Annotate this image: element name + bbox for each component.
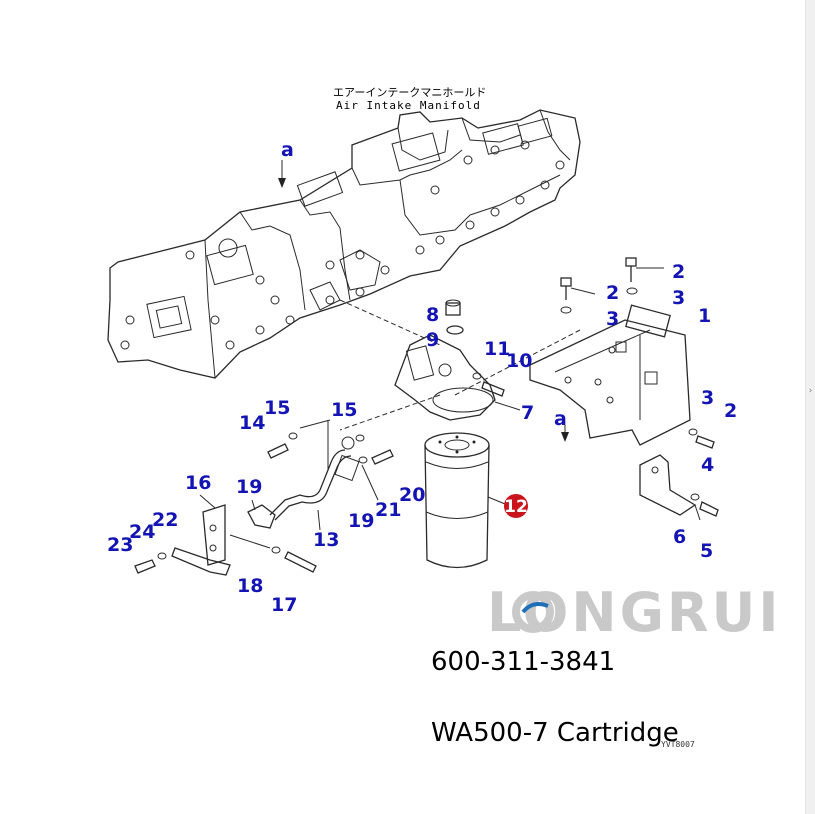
callout-1: 1 <box>698 305 711 327</box>
callout-15: 15 <box>331 399 357 421</box>
leader-lines <box>339 299 581 431</box>
callout-3: 3 <box>672 287 685 309</box>
callout-21: 21 <box>375 499 401 521</box>
callout-11: 11 <box>484 338 510 360</box>
callout-10: 10 <box>506 350 532 372</box>
bolt-10-drawing <box>472 372 505 397</box>
callout-labels: 1 2 2 2 3 3 3 4 5 6 7 8 9 10 11 12 13 14… <box>107 261 737 616</box>
view-arrow-a-top: a <box>278 139 294 188</box>
scroll-right-arrow-icon[interactable]: › <box>808 386 813 396</box>
strap-22-drawing <box>134 547 231 576</box>
callout-19: 19 <box>236 476 262 498</box>
callout-2: 2 <box>724 400 737 422</box>
callout-14: 14 <box>239 412 265 434</box>
callout-8: 8 <box>426 304 439 326</box>
callout-4: 4 <box>701 454 714 476</box>
bracket-16-drawing <box>199 494 226 566</box>
callout-3: 3 <box>606 308 619 330</box>
callout-7: 7 <box>521 402 534 424</box>
filter-cartridge-drawing <box>424 432 506 569</box>
callout-13: 13 <box>313 529 339 551</box>
bracket-bolts-drawing <box>560 257 715 449</box>
fittings-15-drawing <box>267 419 365 470</box>
callout-15: 15 <box>264 397 290 419</box>
callout-6: 6 <box>673 526 686 548</box>
title-japanese: エアーインテークマニホールド <box>333 86 486 99</box>
view-marker-a-top: a <box>281 139 294 161</box>
callout-18: 18 <box>237 575 263 597</box>
plug-drawing <box>445 299 464 335</box>
watermark-text: LONGRUI <box>487 581 781 644</box>
clamp-19-drawing <box>247 499 276 529</box>
drawing-number: YVT8007 <box>661 740 695 749</box>
callout-17: 17 <box>271 594 297 616</box>
callout-2: 2 <box>606 282 619 304</box>
part-description: WA500-7 Cartridge <box>431 718 679 748</box>
bolts-20-21-drawing <box>358 449 394 501</box>
callout-23: 23 <box>107 534 133 556</box>
callout-19: 19 <box>348 510 374 532</box>
callout-22: 22 <box>152 509 178 531</box>
air-intake-manifold-drawing <box>107 109 581 379</box>
bolts-17-18-drawing <box>229 534 317 573</box>
watermark-swoosh-icon <box>521 602 549 614</box>
callout-24: 24 <box>129 521 155 543</box>
callout-3: 3 <box>701 387 714 409</box>
view-marker-a-bracket: a <box>554 408 567 430</box>
plate-4-drawing <box>639 454 719 521</box>
vertical-scrollbar[interactable]: › <box>805 0 815 814</box>
callout-9: 9 <box>426 329 439 351</box>
callout-5: 5 <box>700 540 713 562</box>
callout-2: 2 <box>672 261 685 283</box>
callout-12-highlight <box>504 494 528 518</box>
part-number: 600-311-3841 <box>431 647 615 677</box>
callout-20: 20 <box>399 484 425 506</box>
callout-12: 12 <box>504 497 528 517</box>
longrui-watermark: LONGRUI <box>487 581 781 644</box>
tube-13-drawing <box>269 436 360 531</box>
callout-16: 16 <box>185 472 211 494</box>
title-english: Air Intake Manifold <box>336 99 481 112</box>
view-arrow-a-bracket: a <box>554 408 569 442</box>
mounting-bracket-drawing <box>529 304 691 446</box>
watermark-ring-icon <box>512 591 554 633</box>
